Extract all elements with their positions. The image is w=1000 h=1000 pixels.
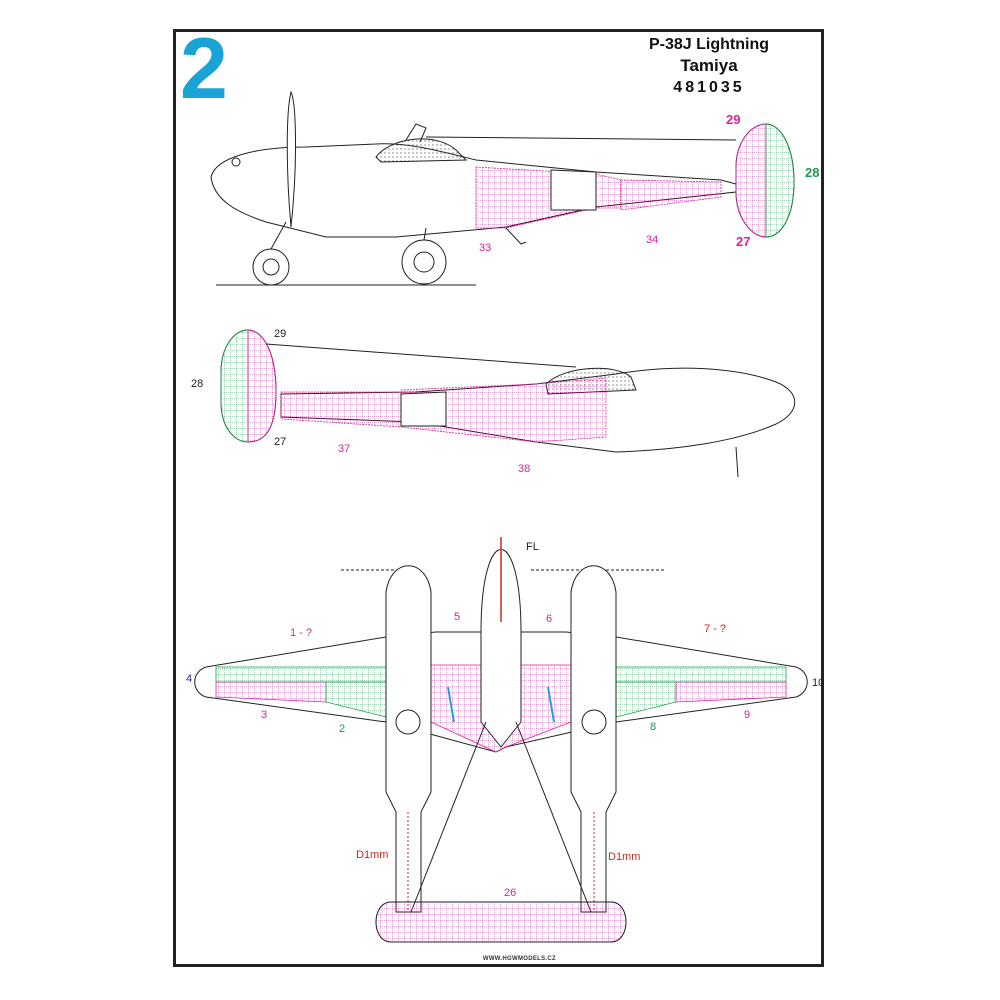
model-title: P-38J Lightning [649,36,769,53]
label-29-top: 29 [726,112,740,127]
website-credit: WWW.HGWMODELS.CZ [482,956,556,962]
label-drill-right: D1mm [608,851,640,863]
main-wheel-hub [413,251,435,273]
antenna-wire-2 [265,343,577,368]
antenna-wire [425,136,737,141]
side-view-bottom [220,329,796,478]
label-fl: FL [526,541,539,553]
label-28-bottom: 28 [191,378,203,390]
kit-maker: Tamiya [680,56,738,75]
left-gear-well [395,709,421,735]
mask-37 [280,391,402,428]
title-block: P-38J Lightning Tamiya 481035 [599,36,819,97]
mask-right-upper [615,666,787,683]
label-4: 4 [186,673,192,685]
mask-33 [475,166,622,229]
mask-28 [765,123,795,238]
label-33: 33 [479,242,491,254]
label-27-top: 27 [736,234,750,249]
right-gear-well [581,709,607,735]
aircraft-drawings: 33 34 29 28 27 29 28 27 [186,90,824,943]
side-bottom-labels: 29 28 27 37 38 [191,328,530,475]
label-9: 9 [744,709,750,721]
label-5: 5 [454,611,460,623]
label-3: 3 [261,709,267,721]
product-code: 481035 [673,79,745,96]
side-top-labels: 33 34 29 28 27 [479,112,819,254]
nose-wheel [252,248,290,286]
label-1: 1 - ? [290,627,312,639]
nacelle-intake [550,169,597,211]
nose-strut [270,221,287,250]
label-10: 10 [812,677,824,689]
label-27-bottom: 27 [274,436,286,448]
rigging-lines [410,721,592,913]
gear-door [505,227,527,245]
central-nacelle [480,549,522,748]
mask-29-27-bottom [247,329,277,443]
nacelle-intake-2 [400,391,447,427]
propeller [286,90,296,228]
mask-9 [675,681,787,703]
spinner-detail [231,157,241,167]
canopy-hatch [405,123,427,143]
mask-29-27 [735,123,767,238]
cyan-markings [447,686,555,723]
main-wheel [401,239,447,285]
plan-view [194,537,808,943]
label-2: 2 [339,723,345,735]
plan-labels: 1 - ? 2 3 4 5 6 7 - ? 8 9 10 26 FL D1mm … [186,541,824,899]
side-view-top [210,90,795,286]
sheet-number: 2 [180,29,228,117]
mask-34 [620,179,722,211]
main-strut [423,227,427,241]
canopy [375,138,468,163]
label-37: 37 [338,443,350,455]
label-7: 7 - ? [704,623,726,635]
label-34: 34 [646,234,658,246]
label-29-bottom: 29 [274,328,286,340]
mask-38 [400,377,607,443]
label-28-top: 28 [805,165,819,180]
stabilizer-outline [375,901,627,943]
mask-26 [375,901,627,943]
label-38: 38 [518,463,530,475]
label-drill-left: D1mm [356,849,388,861]
pitot-probe [735,446,739,478]
label-26: 26 [504,887,516,899]
label-8: 8 [650,721,656,733]
label-6: 6 [546,613,552,625]
mask-left-upper [215,666,387,683]
nose-wheel-hub [262,258,280,276]
instruction-sheet: 2 P-38J Lightning Tamiya 481035 [173,29,824,967]
